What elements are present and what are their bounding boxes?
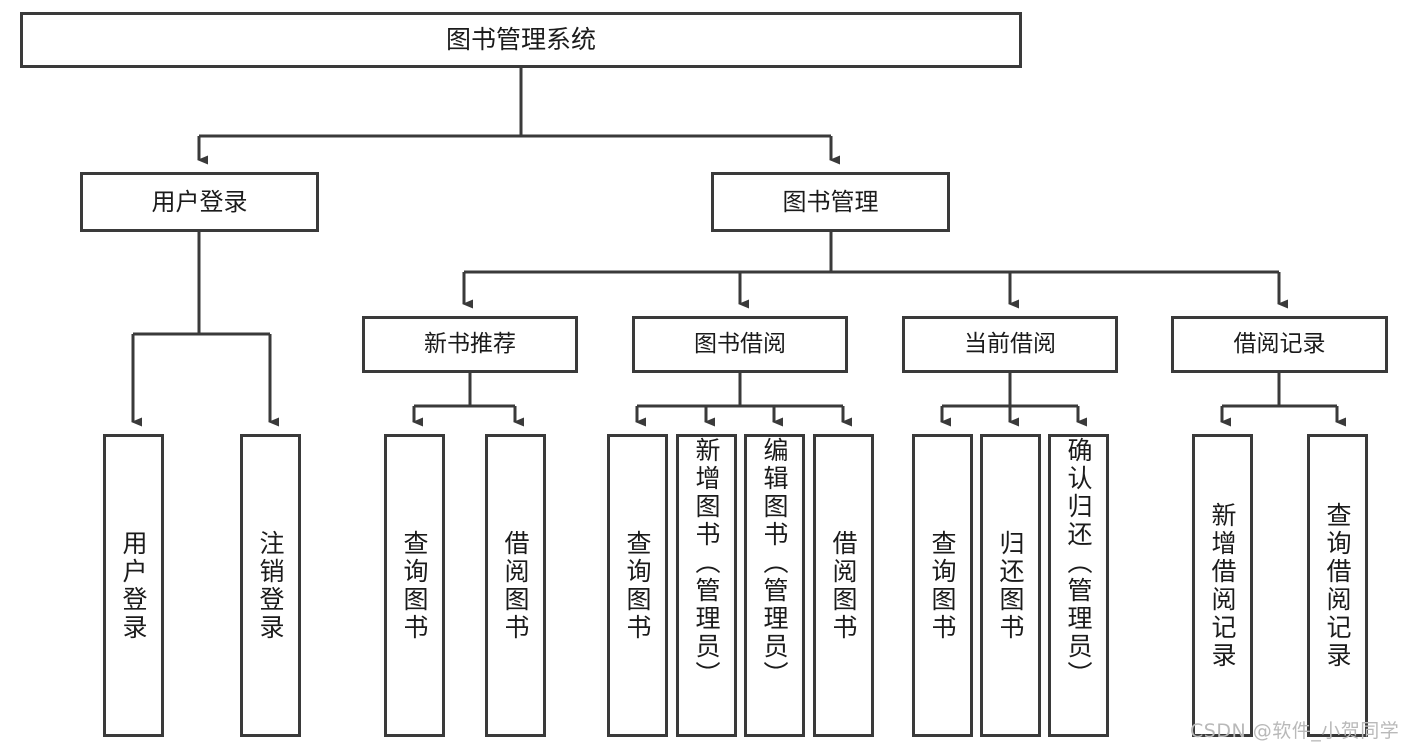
node-leaf-add-book[interactable]: 新增图书（管理员） (676, 434, 737, 737)
node-leaf-borrow-book-2-label: 借阅图书 (829, 529, 858, 642)
node-book-borrow-label: 图书借阅 (694, 330, 786, 357)
node-leaf-return-book-label: 归还图书 (996, 529, 1025, 642)
node-leaf-edit-book-label: 编辑图书（管理员） (760, 437, 789, 689)
node-leaf-query-record-label: 查询借阅记录 (1323, 501, 1352, 670)
node-book-manage-label: 图书管理 (782, 187, 879, 216)
node-book-manage[interactable]: 图书管理 (711, 172, 950, 232)
node-user-login-label: 用户登录 (151, 187, 248, 216)
node-current-borrow-label: 当前借阅 (964, 330, 1056, 357)
csdn-watermark: CSDN @软件_小贺同学 (1190, 720, 1400, 742)
node-current-borrow[interactable]: 当前借阅 (902, 316, 1118, 373)
node-borrow-record[interactable]: 借阅记录 (1171, 316, 1388, 373)
node-leaf-add-record[interactable]: 新增借阅记录 (1192, 434, 1253, 737)
node-root-label: 图书管理系统 (445, 25, 596, 55)
node-leaf-edit-book[interactable]: 编辑图书（管理员） (744, 434, 805, 737)
node-leaf-user-login-label: 用户登录 (119, 529, 148, 642)
node-leaf-query-book-2[interactable]: 查询图书 (607, 434, 668, 737)
node-leaf-logout-login-label: 注销登录 (256, 529, 285, 642)
node-new-book-recommend[interactable]: 新书推荐 (362, 316, 578, 373)
node-leaf-borrow-book-1-label: 借阅图书 (501, 529, 530, 642)
node-leaf-add-record-label: 新增借阅记录 (1208, 501, 1237, 670)
node-leaf-confirm-return[interactable]: 确认归还（管理员） (1048, 434, 1109, 737)
node-borrow-record-label: 借阅记录 (1233, 330, 1326, 357)
node-leaf-logout-login[interactable]: 注销登录 (240, 434, 301, 737)
node-user-login[interactable]: 用户登录 (80, 172, 319, 232)
node-leaf-confirm-return-label: 确认归还（管理员） (1064, 437, 1093, 689)
node-leaf-query-book-1[interactable]: 查询图书 (384, 434, 445, 737)
node-leaf-return-book[interactable]: 归还图书 (980, 434, 1041, 737)
node-leaf-query-book-2-label: 查询图书 (623, 529, 652, 642)
node-leaf-query-book-3-label: 查询图书 (928, 529, 957, 642)
node-leaf-user-login[interactable]: 用户登录 (103, 434, 164, 737)
node-book-borrow[interactable]: 图书借阅 (632, 316, 848, 373)
node-root[interactable]: 图书管理系统 (20, 12, 1022, 68)
node-leaf-query-book-1-label: 查询图书 (400, 529, 429, 642)
node-leaf-borrow-book-1[interactable]: 借阅图书 (485, 434, 546, 737)
node-leaf-query-book-3[interactable]: 查询图书 (912, 434, 973, 737)
node-leaf-borrow-book-2[interactable]: 借阅图书 (813, 434, 874, 737)
node-new-book-recommend-label: 新书推荐 (424, 330, 516, 357)
node-leaf-add-book-label: 新增图书（管理员） (692, 437, 721, 689)
node-leaf-query-record[interactable]: 查询借阅记录 (1307, 434, 1368, 737)
